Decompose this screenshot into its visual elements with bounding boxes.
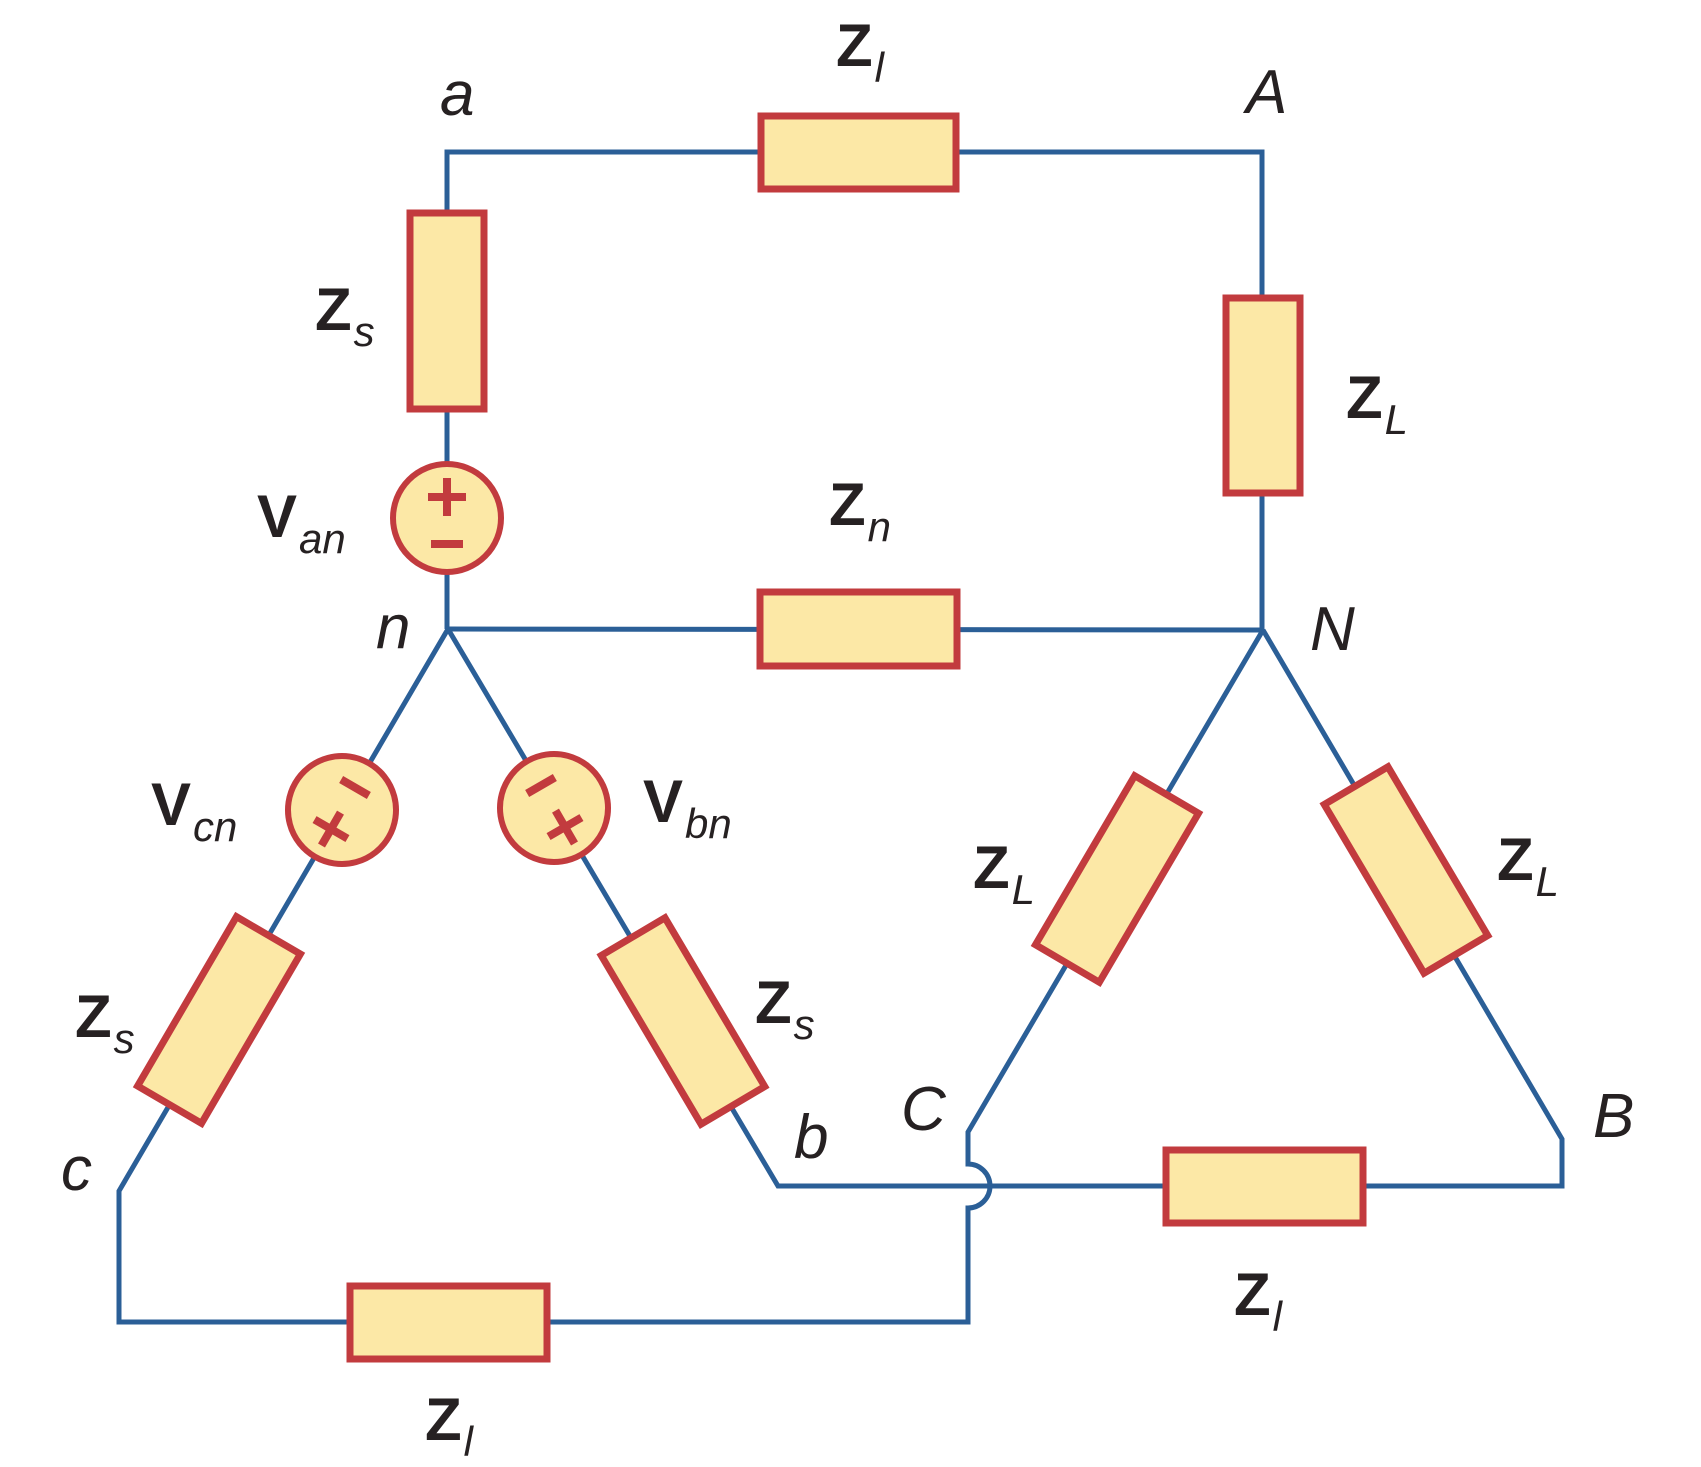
resistor-source-c xyxy=(132,911,306,1129)
node-label-c: c xyxy=(61,1135,92,1204)
label-sub: s xyxy=(354,308,375,355)
source-vbn-circle xyxy=(497,751,611,865)
label-main: Z xyxy=(425,1386,462,1453)
label-impedance-load-B: ZL xyxy=(1497,826,1559,905)
resistor-line-b xyxy=(1162,1146,1367,1227)
source-van-circle xyxy=(390,461,504,575)
source-vcn xyxy=(285,753,399,867)
plus-sign xyxy=(546,808,584,846)
label-main: Z xyxy=(1346,364,1383,431)
source-vcn-circle xyxy=(285,753,399,867)
resistor-source-b xyxy=(596,913,770,1129)
label-sub: l xyxy=(464,1418,475,1465)
node-label-a: a xyxy=(440,60,474,129)
label-source-vbn: Vbn xyxy=(643,768,732,847)
label-sub: s xyxy=(794,1001,815,1048)
label-impedance-neutral: Zn xyxy=(829,471,891,550)
source-van xyxy=(390,461,504,575)
label-main: Z xyxy=(315,276,352,343)
label-source-van: Van xyxy=(257,483,346,562)
label-sub: l xyxy=(875,44,886,91)
label-sub: n xyxy=(868,503,891,550)
resistor-line-top xyxy=(757,112,960,193)
label-impedance-line-b: Zl xyxy=(1234,1261,1284,1340)
label-sub: l xyxy=(1273,1293,1284,1340)
label-impedance-load-A: ZL xyxy=(1346,364,1408,443)
source-vbn xyxy=(497,751,611,865)
voltage-sources xyxy=(285,461,611,867)
label-main: Z xyxy=(1234,1261,1271,1328)
plus-sign xyxy=(428,478,466,516)
plus-sign xyxy=(312,810,350,848)
label-impedance-source-c: Zs xyxy=(75,983,135,1062)
label-main: Z xyxy=(75,983,112,1050)
label-main: Z xyxy=(755,969,792,1036)
label-impedance-source-a: Zs xyxy=(315,276,375,355)
minus-sign xyxy=(525,774,557,797)
label-sub: L xyxy=(1012,866,1035,913)
node-label-C: C xyxy=(901,1075,947,1144)
label-source-vcn: Vcn xyxy=(151,771,237,850)
node-label-b: b xyxy=(794,1103,828,1172)
label-main: Z xyxy=(829,471,866,538)
minus-sign xyxy=(339,776,371,799)
resistor-source-a xyxy=(406,209,488,413)
node-label-N: N xyxy=(1310,595,1355,664)
label-impedance-load-C: ZL xyxy=(973,834,1035,913)
resistor-neutral xyxy=(756,588,961,670)
labels: Zl a A Zs Van n Zn ZL N Vcn Vbn Zs Zs ZL… xyxy=(61,12,1634,1465)
resistor-load-A xyxy=(1222,294,1304,497)
label-main: V xyxy=(643,768,683,835)
wire-phase-c xyxy=(116,627,1266,1325)
label-sub: L xyxy=(1385,396,1408,443)
impedance-boxes xyxy=(132,112,1493,1363)
resistor-load-C xyxy=(1030,770,1204,988)
label-sub: L xyxy=(1536,858,1559,905)
label-sub: an xyxy=(299,515,346,562)
wire-phase-a xyxy=(444,149,1265,630)
label-main: Z xyxy=(973,834,1010,901)
node-label-n: n xyxy=(376,593,410,662)
label-sub: s xyxy=(114,1015,135,1062)
label-main: Z xyxy=(1497,826,1534,893)
label-sub: bn xyxy=(685,800,732,847)
label-impedance-line-top: Zl xyxy=(836,12,886,91)
label-sub: cn xyxy=(193,803,237,850)
node-label-A: A xyxy=(1242,58,1287,127)
label-impedance-line-c: Zl xyxy=(425,1386,475,1465)
label-main: V xyxy=(257,483,297,550)
label-impedance-source-b: Zs xyxy=(755,969,815,1048)
node-label-B: B xyxy=(1593,1082,1634,1151)
label-main: Z xyxy=(836,12,873,79)
label-main: V xyxy=(151,771,191,838)
resistor-line-c xyxy=(346,1282,551,1363)
resistor-load-B xyxy=(1319,762,1493,978)
